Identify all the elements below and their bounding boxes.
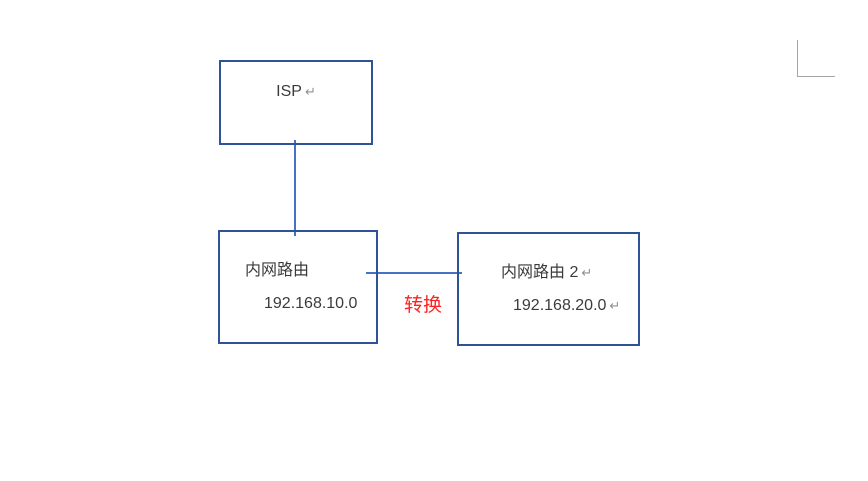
isp-label: ISP: [276, 83, 302, 100]
connector-isp-to-router1[interactable]: [294, 140, 296, 236]
paragraph-return-mark: ↵: [609, 298, 621, 313]
translation-label: 转换: [404, 295, 443, 316]
node-router1[interactable]: 内网路由 192.168.10.0: [218, 230, 378, 344]
router1-network: 192.168.10.0: [264, 295, 358, 312]
router2-network: 192.168.20.0: [513, 297, 607, 314]
node-router2[interactable]: 内网路由 2↵ 192.168.20.0↵: [457, 232, 640, 346]
paragraph-return-mark: ↵: [581, 265, 593, 280]
router2-name: 内网路由 2: [501, 264, 579, 281]
paragraph-return-mark: ↵: [304, 84, 316, 99]
connector-router1-to-router2[interactable]: [366, 272, 462, 274]
node-isp[interactable]: ISP↵: [219, 60, 373, 145]
router1-name: 内网路由: [245, 262, 310, 279]
page-margin-corner-mark: [797, 40, 835, 77]
